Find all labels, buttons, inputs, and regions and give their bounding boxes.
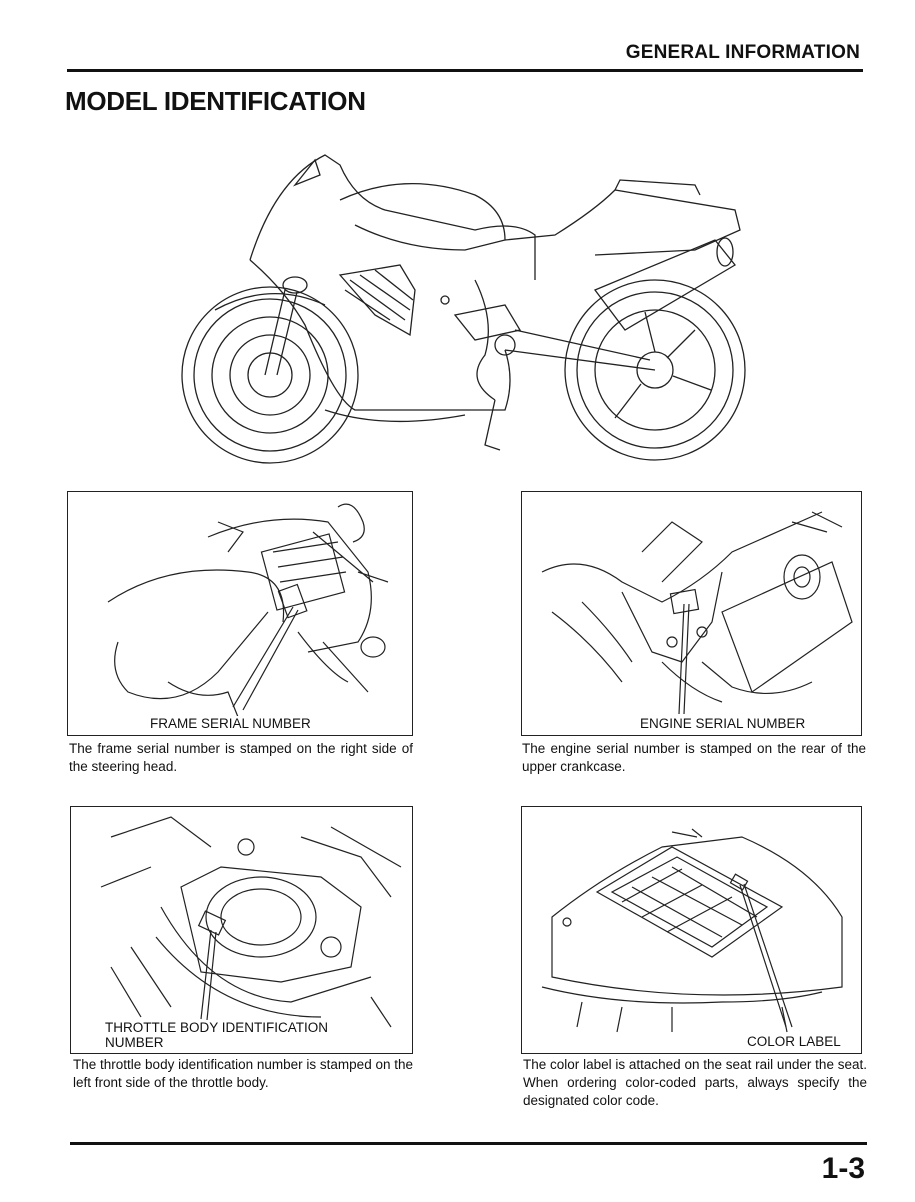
- color-label-panel: COLOR LABEL: [521, 806, 862, 1054]
- page-number: 1-3: [821, 1152, 865, 1185]
- frame-serial-label: FRAME SERIAL NUMBER: [150, 716, 311, 731]
- motorcycle-illustration: [175, 140, 755, 465]
- engine-serial-label: ENGINE SERIAL NUMBER: [640, 716, 806, 731]
- throttle-body-label: THROTTLE BODY IDENTIFICATION NUMBER: [105, 1020, 329, 1050]
- header-divider: [67, 69, 863, 72]
- color-label-label: COLOR LABEL: [747, 1034, 841, 1049]
- frame-serial-panel: FRAME SERIAL NUMBER: [67, 491, 413, 736]
- throttle-body-panel: THROTTLE BODY IDENTIFICATION NUMBER: [70, 806, 413, 1054]
- frame-serial-illustration: [68, 492, 412, 735]
- footer-divider: [70, 1142, 867, 1145]
- throttle-body-caption: The throttle body identification number …: [73, 1057, 413, 1090]
- frame-serial-caption: The frame serial number is stamped on th…: [69, 741, 413, 774]
- engine-serial-illustration: [522, 492, 861, 735]
- engine-serial-caption: The engine serial number is stamped on t…: [522, 741, 866, 774]
- color-label-caption: The color label is attached on the seat …: [523, 1057, 867, 1108]
- color-label-illustration: [522, 807, 861, 1053]
- page-title: MODEL IDENTIFICATION: [65, 86, 366, 116]
- throttle-body-illustration: [71, 807, 412, 1053]
- throttle-body-label-line1: THROTTLE BODY IDENTIFICATION: [105, 1020, 329, 1035]
- section-header-title: GENERAL INFORMATION: [625, 42, 860, 63]
- engine-serial-panel: ENGINE SERIAL NUMBER: [521, 491, 862, 736]
- throttle-body-label-line2: NUMBER: [105, 1035, 164, 1050]
